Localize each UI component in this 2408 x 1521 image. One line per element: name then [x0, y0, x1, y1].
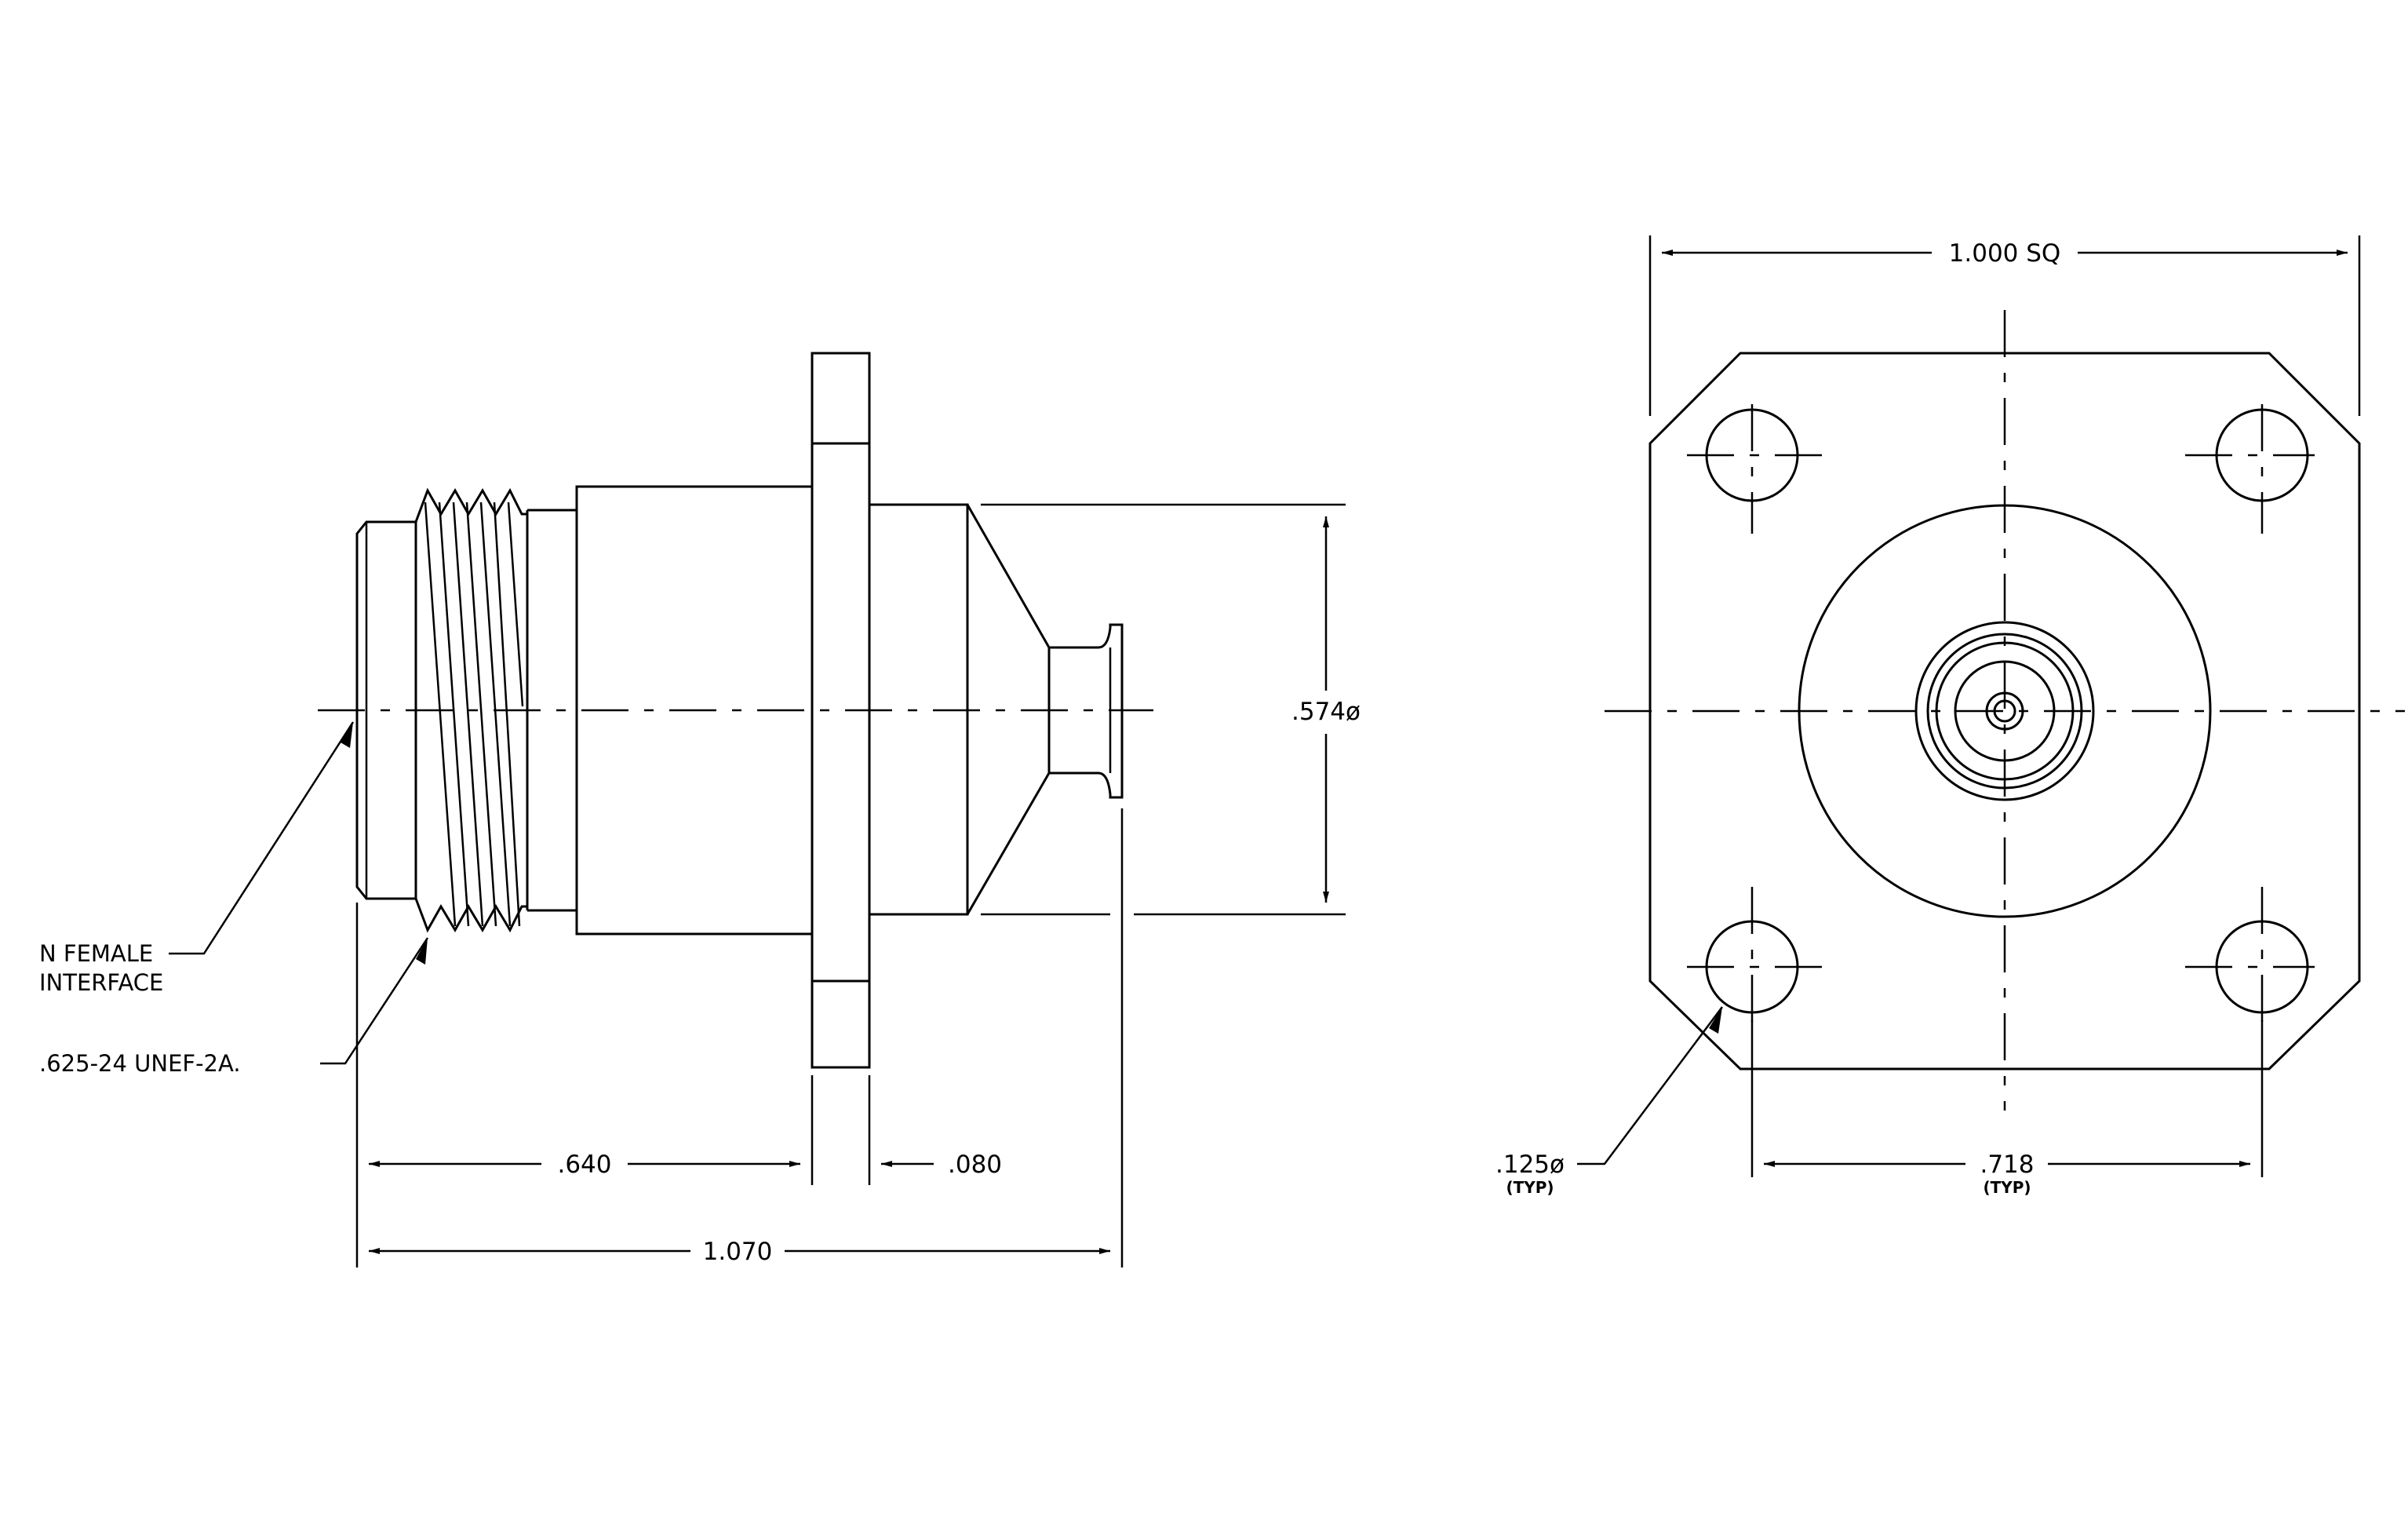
dim-flange-thickness: .080: [881, 1151, 1002, 1179]
dim-body-length: .640: [369, 1151, 800, 1179]
hole-top-left: [1687, 404, 1828, 534]
dim-overall-length-label: 1.070: [703, 1238, 773, 1266]
dim-rear-diameter-label: .574ø: [1291, 698, 1361, 726]
rear-body: [868, 503, 1124, 916]
dim-hole-spacing-label: .718: [1980, 1151, 2034, 1179]
hole-bottom-left: [1687, 887, 1828, 1032]
interface-rings: [1914, 621, 2095, 801]
callout-hole-diameter-note: (TYP): [1506, 1178, 1554, 1197]
callout-interface-line2: INTERFACE: [39, 969, 163, 996]
body-circle: [1798, 504, 2212, 918]
dim-body-length-label: .640: [557, 1151, 611, 1179]
callout-hole-diameter-label: .125ø: [1495, 1151, 1565, 1179]
hole-top-right: [2185, 404, 2315, 534]
side-view: .574ø .640 .080 1.070 N FEMALE: [39, 352, 1361, 1268]
callout-hole-diameter: .125ø (TYP): [1495, 1006, 1723, 1197]
dim-rear-diameter: .574ø: [981, 503, 1361, 916]
callout-interface-line1: N FEMALE: [39, 940, 153, 967]
callout-thread: .625-24 UNEF-2A.: [39, 937, 429, 1077]
mounting-holes: [1687, 404, 2315, 1032]
dim-hole-spacing-note: (TYP): [1983, 1178, 2031, 1197]
dim-hole-spacing: .718 (TYP): [1750, 1020, 2264, 1197]
hole-bottom-right: [2185, 887, 2315, 1032]
front-view: 1.000 SQ .718 (TYP) .125ø (TYP): [1495, 235, 2405, 1197]
callout-interface: N FEMALE INTERFACE: [39, 721, 355, 996]
dim-overall-length: 1.070: [369, 1238, 1110, 1266]
dim-flange-size-label: 1.000 SQ: [1949, 239, 2061, 268]
interface-tube: [355, 520, 416, 900]
dim-flange-size: 1.000 SQ: [1648, 235, 2361, 416]
callout-thread-label: .625-24 UNEF-2A.: [39, 1050, 241, 1077]
dim-flange-thickness-label: .080: [948, 1151, 1002, 1179]
flange-square: [1648, 352, 2361, 1071]
